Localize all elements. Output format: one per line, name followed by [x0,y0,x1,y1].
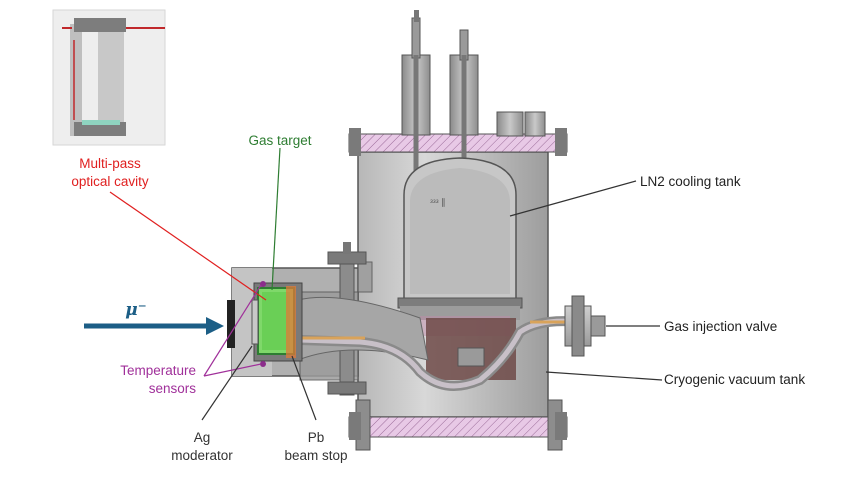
temp-sensors-label-line1: Temperature [120,363,196,378]
gas-target-leader [271,147,281,291]
optical-cavity-label-line2: optical cavity [71,174,149,189]
ln2-tank-label: LN2 cooling tank [640,174,741,189]
pb-beam-stop-label-line2: beam stop [284,448,347,463]
optical-cavity-inset [52,9,166,146]
gas-valve-label: Gas injection valve [664,319,777,334]
optical-cavity-label-line1: Multi-pass [79,156,141,171]
svg-text:ᵌᵌᵌ ∥: ᵌᵌᵌ ∥ [430,197,446,207]
temp-sensor-leader-top [203,284,262,377]
ag-moderator-label-line2: moderator [171,448,233,463]
vacuum-tank-leader [545,371,663,381]
muon-beam-arrow [84,317,224,335]
inner-compartment [426,318,516,380]
pb-beam-stop-leader [291,355,317,421]
ln2-tank-leader [509,180,637,217]
transfer-hose [299,316,581,391]
muon-symbol: μ⁻ [125,300,146,320]
ag-moderator-label-line1: Ag [194,430,211,445]
temp-sensors-label-line2: sensors [149,381,197,396]
top-ports [401,10,546,190]
gas-target-block [227,281,303,367]
gas-injection-valve [564,295,606,357]
optical-cavity-leader [109,191,267,301]
vacuum-tank-label: Cryogenic vacuum tank [664,372,805,387]
ln2-cooling-tank: ᵌᵌᵌ ∥ [397,157,523,336]
gas-target-label: Gas target [248,133,311,148]
pb-beam-stop-label-line1: Pb [308,430,325,445]
ag-moderator-leader [201,345,253,421]
temp-sensor-leader-bottom [203,363,262,377]
leader-lines [109,147,663,421]
